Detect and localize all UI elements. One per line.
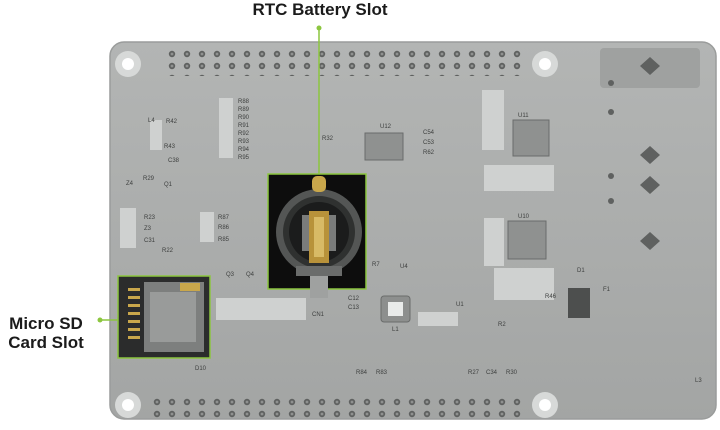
svg-text:R32: R32 (322, 136, 334, 142)
resistor-array-mid: R87 R86 R85 (200, 212, 230, 243)
svg-text:R62: R62 (423, 150, 435, 156)
svg-text:R90: R90 (238, 115, 250, 121)
rtc-battery-slot-label: RTC Battery Slot (252, 0, 388, 19)
svg-text:Q3: Q3 (226, 272, 235, 278)
svg-text:R86: R86 (218, 225, 230, 231)
svg-text:R46: R46 (545, 294, 557, 300)
svg-text:U10: U10 (518, 214, 530, 220)
svg-text:L4: L4 (148, 118, 155, 124)
ic-u10: U10 (507, 214, 547, 260)
svg-text:Z3: Z3 (144, 226, 152, 232)
svg-text:CN1: CN1 (312, 312, 325, 318)
resistor-array-right (120, 90, 554, 326)
svg-text:R85: R85 (218, 237, 230, 243)
svg-text:R42: R42 (166, 119, 178, 125)
svg-text:R27: R27 (468, 370, 480, 376)
inductor-l1: L1 (380, 295, 411, 333)
svg-text:L3: L3 (695, 378, 702, 384)
svg-text:R22: R22 (162, 248, 174, 254)
svg-text:R95: R95 (238, 155, 250, 161)
svg-text:R29: R29 (143, 176, 155, 182)
svg-text:U12: U12 (380, 124, 392, 130)
micro-sd-card-slot-label: Micro SD Card Slot (0, 314, 92, 352)
mounting-hole-top-right (532, 51, 558, 77)
resistor-array-left: R88 R89 R90 R91 R92 R93 R94 R95 (219, 98, 250, 161)
svg-text:C12: C12 (348, 296, 360, 302)
svg-text:U1: U1 (456, 302, 464, 308)
mounting-hole-bottom-right (532, 392, 558, 418)
ic-u12: U12 (364, 124, 404, 161)
svg-text:R7: R7 (372, 262, 380, 268)
pcb-board (109, 41, 717, 420)
micro-sd-card-slot (97, 275, 211, 359)
svg-text:C13: C13 (348, 305, 360, 311)
svg-text:Q1: Q1 (164, 182, 173, 188)
micro-sd-label-line2: Card Slot (8, 333, 84, 353)
svg-text:C38: C38 (168, 158, 180, 164)
component-d1-block (568, 288, 590, 318)
svg-text:R23: R23 (144, 215, 156, 221)
svg-text:R92: R92 (238, 131, 250, 137)
svg-text:C31: C31 (144, 238, 156, 244)
svg-text:C34: C34 (486, 370, 498, 376)
svg-text:C54: C54 (423, 130, 435, 136)
mounting-hole-bottom-left (115, 392, 141, 418)
svg-text:D1: D1 (577, 268, 585, 274)
gpio-header-bottom (150, 394, 525, 418)
mounting-hole-top-left (115, 51, 141, 77)
svg-text:R84: R84 (356, 370, 368, 376)
svg-text:F1: F1 (603, 287, 611, 293)
svg-text:Q4: Q4 (246, 272, 255, 278)
svg-text:R93: R93 (238, 139, 250, 145)
svg-text:R83: R83 (376, 370, 388, 376)
svg-text:D10: D10 (195, 366, 207, 372)
svg-text:U4: U4 (400, 264, 408, 270)
svg-text:R87: R87 (218, 215, 230, 221)
ic-u11: U11 (512, 113, 550, 157)
svg-text:R43: R43 (164, 144, 176, 150)
right-edge-connectors (600, 48, 700, 250)
svg-text:U11: U11 (518, 113, 529, 119)
svg-text:L1: L1 (392, 327, 399, 333)
svg-text:R94: R94 (238, 147, 250, 153)
rtc-battery-slot (267, 25, 367, 298)
micro-sd-label-line1: Micro SD (9, 314, 83, 333)
svg-text:R89: R89 (238, 107, 250, 113)
svg-text:R2: R2 (498, 322, 506, 328)
svg-text:Z4: Z4 (126, 181, 134, 187)
svg-text:R30: R30 (506, 370, 518, 376)
silkscreen-misc: L4 R42 R43 C38 Z4 Q1 R29 R23 Z3 C31 R22 … (126, 118, 702, 384)
svg-text:C53: C53 (423, 140, 435, 146)
svg-text:R88: R88 (238, 99, 250, 105)
gpio-header-top (162, 50, 522, 76)
svg-text:R91: R91 (238, 123, 250, 129)
